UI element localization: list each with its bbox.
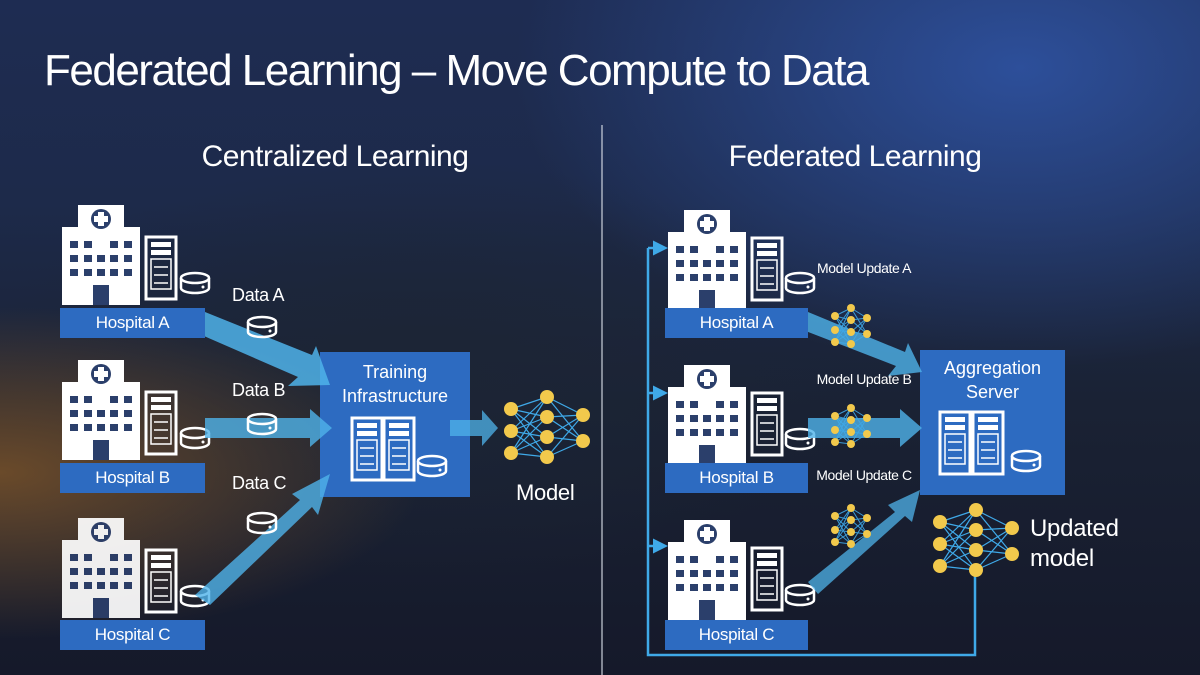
model-network-icon xyxy=(503,389,591,465)
training-output-arrow xyxy=(450,410,498,446)
updated-model-network-icon xyxy=(932,502,1020,578)
hospital-c-server-icon xyxy=(144,548,178,614)
fed-hospital-a-server-icon xyxy=(750,236,784,302)
feedback-connector xyxy=(646,248,977,657)
fed-hospital-c-database-icon xyxy=(784,583,816,607)
model-update-b-label: Model Update B xyxy=(816,371,912,387)
centralized-heading: Centralized Learning xyxy=(201,140,469,173)
model-update-c-label: Model Update C xyxy=(816,467,912,483)
hospital-a-database-icon xyxy=(179,271,211,295)
hospital-c-label: Hospital C xyxy=(60,620,205,650)
hospital-a-label: Hospital A xyxy=(60,308,205,338)
section-divider xyxy=(601,125,603,675)
hospital-a-server-icon xyxy=(144,235,178,301)
hospital-c-building-icon xyxy=(62,518,140,618)
data-a-arrow xyxy=(197,312,330,386)
fed-hospital-c-label: Hospital C xyxy=(665,620,808,650)
updated-model-label: Updated model xyxy=(1030,515,1119,572)
fed-hospital-a-building-icon xyxy=(668,210,746,310)
training-server-1-icon xyxy=(350,416,384,482)
training-database-icon xyxy=(416,454,448,478)
fed-hospital-b-building-icon xyxy=(668,365,746,465)
hospital-b-database-icon xyxy=(179,426,211,450)
hospital-a-building-icon xyxy=(62,205,140,305)
fed-hospital-c-building-icon xyxy=(668,520,746,620)
hospital-b-building-icon xyxy=(62,360,140,460)
training-server-2-icon xyxy=(382,416,416,482)
hospital-b-server-icon xyxy=(144,390,178,456)
aggregation-database-icon xyxy=(1010,449,1042,473)
aggregation-server-2-icon xyxy=(971,410,1005,476)
aggregation-server-1-icon xyxy=(938,410,972,476)
fed-hospital-b-server-icon xyxy=(750,391,784,457)
update-c-arrow xyxy=(808,490,920,594)
data-c-label: Data C xyxy=(232,473,287,493)
data-b-label: Data B xyxy=(232,380,286,400)
fed-hospital-c-server-icon xyxy=(750,546,784,612)
federated-heading: Federated Learning xyxy=(728,140,982,173)
slide-title: Federated Learning – Move Compute to Dat… xyxy=(44,46,869,95)
data-c-arrow xyxy=(195,474,330,605)
fed-hospital-b-label: Hospital B xyxy=(665,463,808,493)
model-label: Model xyxy=(516,480,575,505)
data-a-label: Data A xyxy=(232,285,285,305)
hospital-b-label: Hospital B xyxy=(60,463,205,493)
fed-hospital-a-label: Hospital A xyxy=(665,308,808,338)
model-update-a-label: Model Update A xyxy=(816,260,912,276)
fed-hospital-a-database-icon xyxy=(784,271,816,295)
